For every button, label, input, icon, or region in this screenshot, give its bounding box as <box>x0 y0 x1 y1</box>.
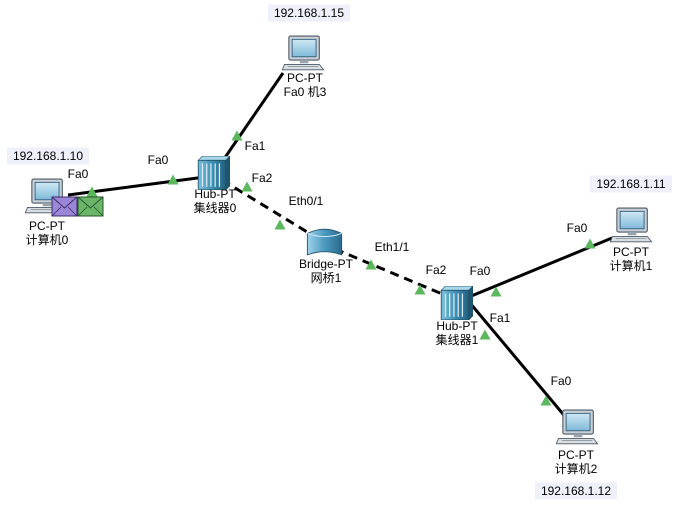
port-label-pc0: Fa0 <box>68 167 89 181</box>
pc-icon[interactable] <box>609 207 653 243</box>
link-hub1-pc2[interactable] <box>468 302 570 421</box>
device-name-label: 集线器1 <box>436 332 479 347</box>
port-label-hub1: Fa2 <box>426 263 447 277</box>
device-model-label: PC-PT <box>558 448 595 462</box>
ip-label-box <box>7 147 89 165</box>
device-name-label: 计算机0 <box>26 232 69 247</box>
device-model-label: Hub-PT <box>194 187 236 201</box>
device-model-label: Hub-PT <box>436 319 478 333</box>
device-bridge1[interactable] <box>306 228 343 256</box>
port-marker-hub1 <box>479 329 491 340</box>
device-model-label: PC-PT <box>287 71 324 85</box>
port-label-pc1: Fa0 <box>567 221 588 235</box>
envelope-purple-icon[interactable] <box>51 196 78 217</box>
port-marker-pc1 <box>584 238 596 249</box>
ip-address-label: 192.168.1.12 <box>541 484 611 498</box>
port-label-bridge1: Eth1/1 <box>375 240 410 254</box>
port-marker-bridge1 <box>274 219 286 230</box>
device-hub1[interactable] <box>440 286 473 320</box>
pdu-envelopes[interactable] <box>51 196 104 217</box>
envelope-green-icon[interactable] <box>77 196 104 217</box>
ip-address-label: 192.168.1.11 <box>596 177 666 191</box>
ip-label-box <box>590 175 672 193</box>
device-model-label: Bridge-PT <box>299 257 354 271</box>
port-label-hub1: Fa1 <box>490 311 511 325</box>
device-pc1[interactable] <box>609 207 653 243</box>
device-model-label: PC-PT <box>29 219 66 233</box>
device-name-label: 计算机1 <box>610 258 653 273</box>
device-name-label: Fa0 机3 <box>284 85 327 99</box>
port-label-hub0: Fa2 <box>252 171 273 185</box>
hub-icon[interactable] <box>197 156 230 190</box>
link-bridge1-hub1[interactable] <box>334 247 448 298</box>
bridge-icon[interactable] <box>306 228 343 256</box>
port-label-hub1: Fa0 <box>470 264 491 278</box>
ip-label-box <box>268 4 350 22</box>
port-label-bridge1: Eth0/1 <box>289 194 324 208</box>
ip-address-label: 192.168.1.15 <box>274 6 344 20</box>
device-name-label: 网桥1 <box>311 271 342 285</box>
port-label-pc2: Fa0 <box>551 374 572 388</box>
device-hub0[interactable] <box>197 156 230 190</box>
ip-label-box <box>535 482 617 500</box>
pc-icon[interactable] <box>281 35 325 71</box>
link-pc0-hub0[interactable] <box>67 175 206 197</box>
device-pc2[interactable] <box>555 409 599 445</box>
device-model-label: PC-PT <box>613 245 650 259</box>
device-name-label: 计算机2 <box>555 461 598 476</box>
port-label-hub0: Fa1 <box>245 139 266 153</box>
hub-icon[interactable] <box>440 286 473 320</box>
link-hub0-bridge1[interactable] <box>221 178 318 240</box>
pc-icon[interactable] <box>555 409 599 445</box>
ip-address-label: 192.168.1.10 <box>13 149 83 163</box>
port-label-hub0: Fa0 <box>148 153 169 167</box>
device-pc3[interactable] <box>281 35 325 71</box>
device-name-label: 集线器0 <box>194 200 237 215</box>
